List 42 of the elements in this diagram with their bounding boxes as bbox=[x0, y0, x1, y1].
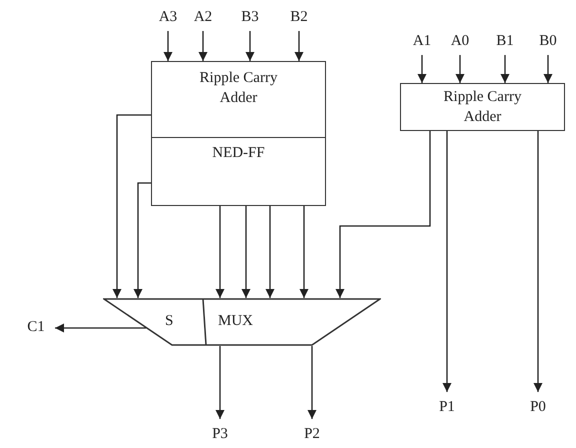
signal-arrow bbox=[164, 31, 172, 61]
select-label: S bbox=[165, 312, 174, 330]
signal-label: A2 bbox=[194, 9, 212, 25]
signal-arrow bbox=[246, 31, 254, 61]
signal-label: B0 bbox=[539, 33, 557, 49]
mux-label: MUX bbox=[218, 312, 254, 330]
block-box bbox=[400, 83, 565, 131]
signal-arrow bbox=[266, 206, 274, 298]
signal-label: A0 bbox=[450, 33, 470, 49]
signal-arrow bbox=[500, 55, 510, 83]
signal-arrow bbox=[308, 346, 316, 419]
block-label: NED-FF bbox=[212, 144, 265, 163]
signal-arrow bbox=[336, 131, 431, 298]
signal-arrow bbox=[456, 55, 464, 83]
signal-arrow bbox=[442, 131, 452, 392]
block-box bbox=[151, 137, 326, 206]
signal-arrow bbox=[216, 206, 224, 298]
signal-label: P3 bbox=[212, 426, 228, 442]
signal-label: A3 bbox=[158, 9, 178, 25]
signal-arrow bbox=[300, 206, 308, 298]
signal-label: P1 bbox=[439, 399, 455, 415]
signal-arrow bbox=[134, 182, 151, 298]
signal-label: B3 bbox=[241, 9, 259, 25]
signal-arrow bbox=[534, 131, 542, 392]
signal-arrow bbox=[242, 206, 250, 298]
signal-label: B2 bbox=[290, 9, 308, 25]
signal-label: P0 bbox=[530, 399, 546, 415]
signal-label: B1 bbox=[496, 33, 514, 49]
signal-arrow bbox=[112, 114, 151, 298]
block-box bbox=[151, 61, 326, 139]
signal-arrow bbox=[544, 55, 552, 83]
signal-label: C1 bbox=[27, 319, 45, 335]
signal-label: A1 bbox=[412, 33, 432, 49]
block-label: Ripple Carry Adder bbox=[442, 88, 522, 127]
signal-arrow bbox=[198, 31, 208, 61]
signal-arrow bbox=[294, 31, 304, 61]
signal-arrow bbox=[418, 55, 426, 83]
signal-label: P2 bbox=[304, 426, 320, 442]
multiplexer-trapezoid bbox=[103, 298, 381, 346]
signal-arrow bbox=[55, 324, 146, 332]
block-label: Ripple Carry Adder bbox=[198, 69, 278, 108]
signal-arrow bbox=[216, 346, 224, 419]
